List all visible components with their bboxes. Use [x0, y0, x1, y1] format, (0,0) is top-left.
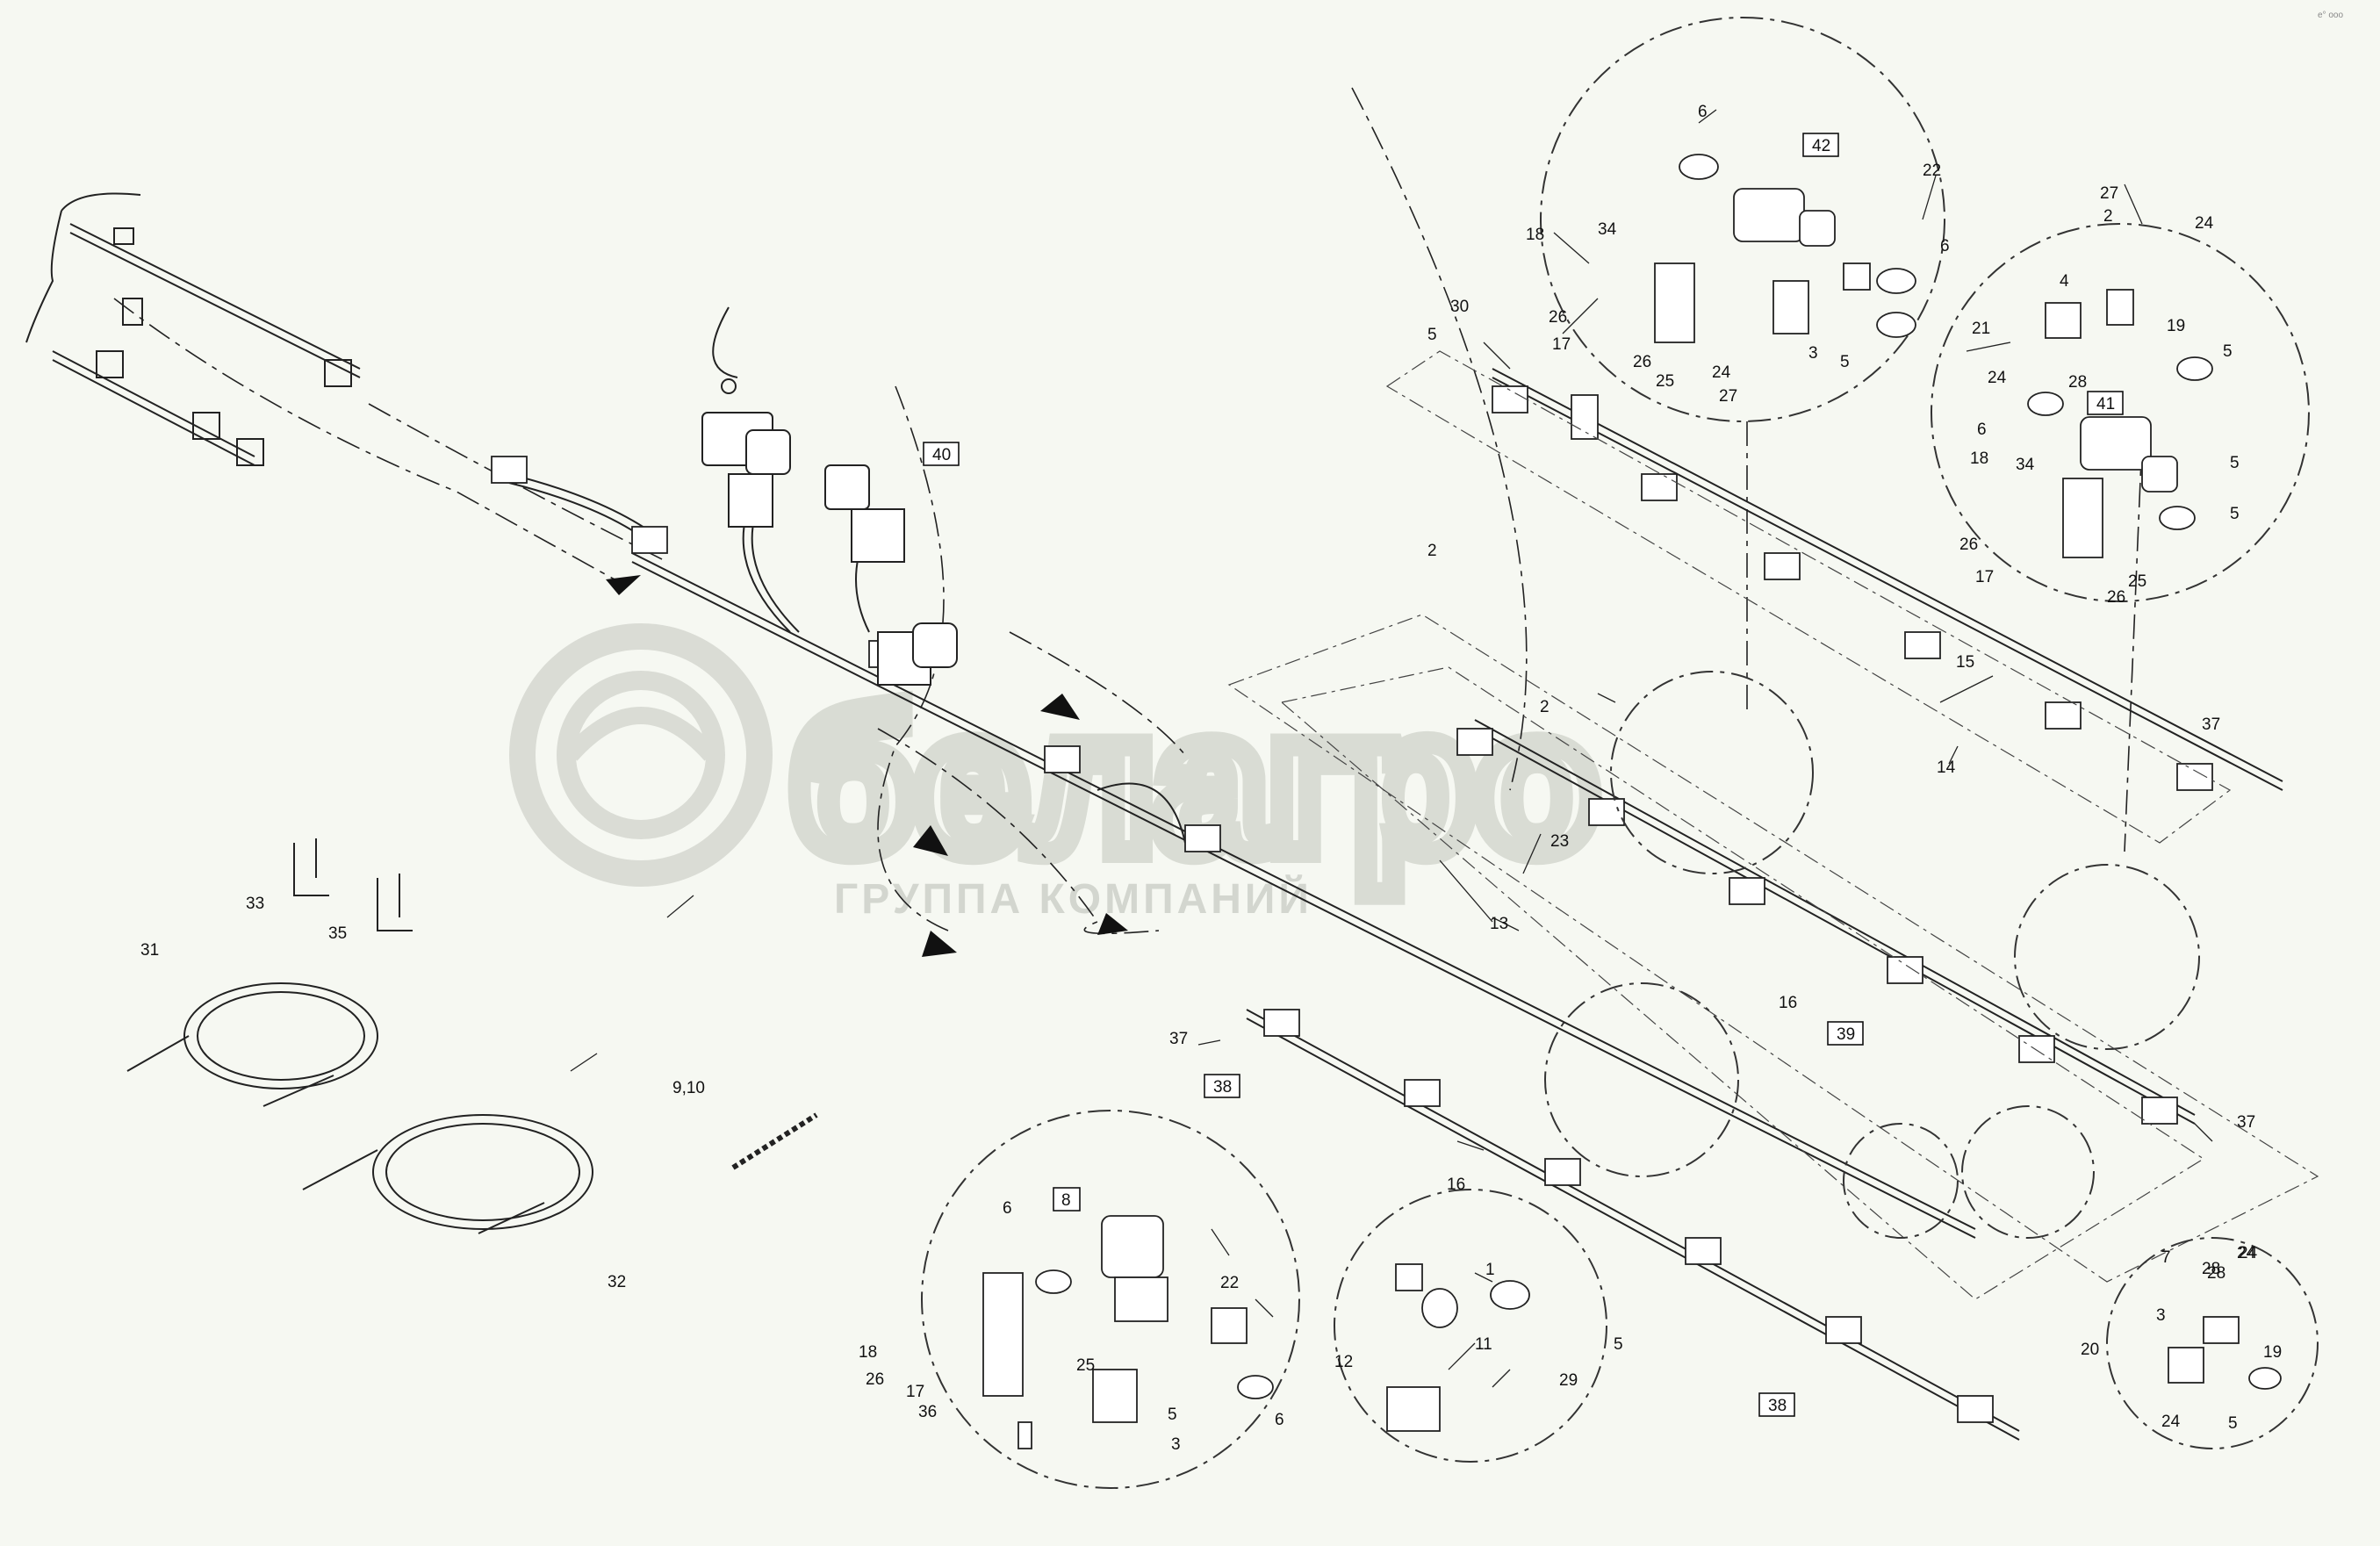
part-label: 6 [1003, 1199, 1012, 1218]
watermark: белагро ГРУППА КОМПАНИЙ [509, 623, 1610, 923]
part-label: 24 [1712, 363, 1731, 382]
part-label: 5 [2228, 1414, 2238, 1433]
part-label: 28 [2068, 373, 2087, 392]
part-label: 5 [1840, 353, 1850, 371]
part-label: 6 [1698, 103, 1708, 121]
part-label: 24 [2195, 214, 2214, 233]
loose-parts [126, 838, 818, 1234]
part-label: 37 [2237, 1113, 2255, 1132]
part-label: 5 [1427, 326, 1437, 344]
part-label: 22 [1220, 1274, 1239, 1292]
boxed-label-41: 41 [2096, 395, 2115, 413]
part-label: 5 [2230, 505, 2240, 523]
part-label: 19 [2167, 317, 2185, 335]
part-label: 37 [1169, 1030, 1188, 1048]
part-label: 4 [2060, 272, 2069, 291]
part-label: 23 [1550, 832, 1569, 851]
boxed-label-8: 8 [1061, 1191, 1071, 1210]
part-label: 27 [2100, 184, 2118, 203]
detail-circles [921, 17, 2319, 1489]
part-label: 20 [2081, 1341, 2099, 1359]
part-label: 37 [2202, 715, 2220, 734]
part-label: 30 [1450, 298, 1469, 316]
boxed-label-39: 39 [1837, 1025, 1855, 1044]
part-label: 22 [1923, 162, 1941, 180]
part-label: 5 [1614, 1335, 1623, 1354]
main-pipes [508, 368, 2283, 1441]
boxed-label-38: 38 [1213, 1078, 1232, 1097]
part-label: 24 [2161, 1413, 2181, 1431]
watermark-subtitle: ГРУППА КОМПАНИЙ [834, 874, 1312, 923]
detail-contents [982, 154, 2282, 1449]
part-label: 3 [2156, 1306, 2166, 1325]
part-label: 28 [2207, 1264, 2225, 1283]
part-label: 14 [1937, 759, 1956, 777]
part-number-labels: 6 22 6 18 34 26 17 26 25 24 27 3 5 30 5 … [140, 103, 2282, 1454]
part-label: 28 [2202, 1260, 2220, 1278]
part-label: 36 [918, 1403, 937, 1421]
part-label: 5 [2230, 454, 2240, 472]
part-label: 3 [1171, 1435, 1181, 1454]
part-label: 17 [906, 1383, 924, 1401]
part-label: 26 [1959, 536, 1978, 554]
part-label: 2 [1427, 542, 1437, 560]
part-label: 6 [1940, 237, 1950, 255]
part-label: 9,10 [672, 1079, 705, 1097]
boxed-assembly-labels: 42 41 40 39 38 8 38 [923, 133, 2124, 1417]
part-label: 5 [1168, 1406, 1177, 1424]
projection-frames [1227, 350, 2319, 1300]
part-label: 12 [1334, 1353, 1353, 1371]
part-label: 27 [1719, 387, 1737, 406]
part-label: 2 [1540, 698, 1550, 716]
left-boom-section [25, 192, 361, 466]
part-label: 34 [2016, 456, 2035, 474]
part-label: 24 [1988, 369, 2007, 387]
part-label: 5 [2223, 342, 2233, 361]
part-label: 6 [1275, 1411, 1284, 1429]
watermark-logo-text: белагро [790, 669, 1599, 895]
part-label: 19 [2263, 1343, 2282, 1362]
part-label: 26 [1633, 353, 1651, 371]
part-label: 18 [1526, 226, 1544, 244]
part-label: 25 [1076, 1356, 1095, 1375]
part-label: 26 [866, 1370, 884, 1389]
part-label: 17 [1552, 335, 1571, 354]
boxed-label-40: 40 [932, 446, 951, 464]
part-label: 6 [1977, 421, 1987, 439]
part-label: 3 [1808, 344, 1818, 363]
part-label: 29 [1559, 1371, 1578, 1390]
flow-arrows [606, 575, 1128, 957]
part-label: 18 [1970, 449, 1988, 468]
part-label: 11 [1475, 1335, 1492, 1354]
part-label: 31 [140, 941, 159, 960]
part-label: 25 [1656, 372, 1674, 391]
part-label: 35 [328, 924, 347, 943]
part-label: 32 [608, 1273, 626, 1291]
part-label: 16 [1447, 1176, 1465, 1194]
boxed-label-42: 42 [1812, 137, 1830, 155]
part-label: 18 [859, 1343, 877, 1362]
part-label: 16 [1779, 994, 1797, 1012]
part-label: 26 [2107, 588, 2125, 607]
part-label: 7 [2161, 1248, 2171, 1267]
part-label: 21 [1972, 320, 1990, 338]
part-label: 13 [1490, 915, 1508, 933]
part-label: 33 [246, 895, 264, 913]
part-label: 17 [1975, 568, 1994, 586]
part-label: 24 [2237, 1244, 2256, 1262]
part-label: 34 [1598, 220, 1617, 239]
corner-mark: e° ooo [2318, 11, 2343, 20]
valve-cluster [701, 306, 958, 686]
part-label: 24 [2239, 1244, 2258, 1262]
part-label: 26 [1549, 308, 1567, 327]
part-label: 1 [1485, 1261, 1495, 1279]
leader-lines [570, 109, 2213, 1388]
boxed-label-38-lower: 38 [1768, 1397, 1787, 1415]
part-label: 15 [1956, 653, 1974, 672]
part-label: 2 [2103, 207, 2113, 226]
part-label: 25 [2128, 572, 2146, 591]
nozzle-components [491, 385, 2213, 1423]
